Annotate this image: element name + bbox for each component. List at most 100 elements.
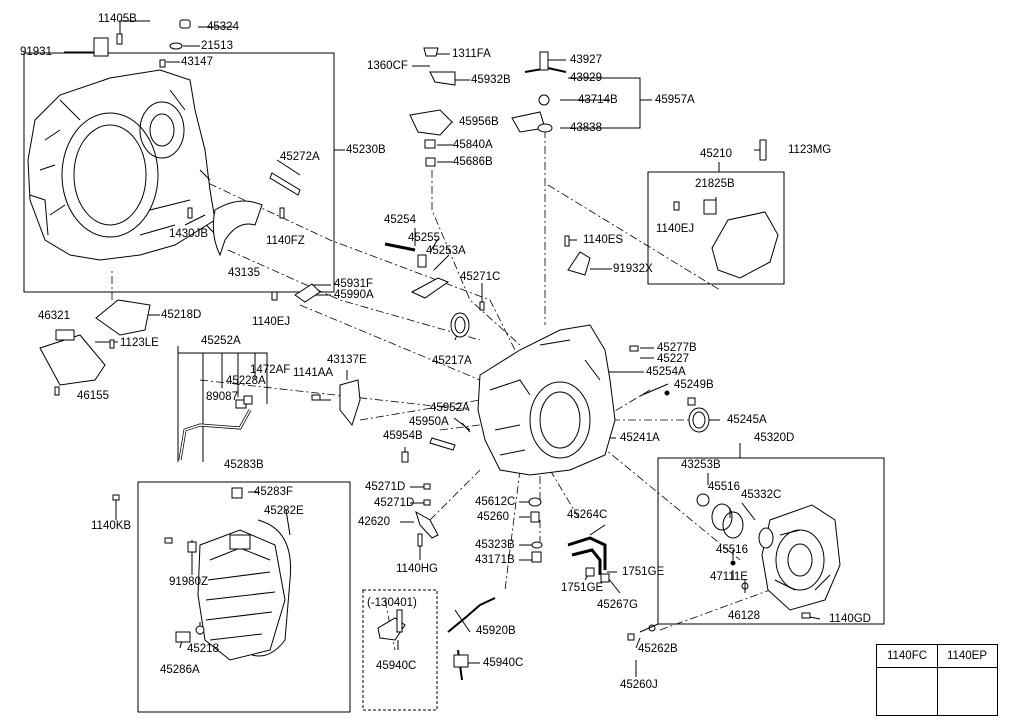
- label-45956B: 45956B: [459, 116, 499, 128]
- label-45950A: 45950A: [409, 416, 449, 428]
- label-45990A: 45990A: [334, 289, 374, 301]
- part-45272A: [269, 172, 301, 196]
- diagram-stroke: [179, 169, 521, 361]
- diagram-stroke: [179, 19, 191, 29]
- diagram-stroke: [73, 124, 147, 226]
- diagram-stroke: [722, 511, 744, 539]
- diagram-stroke: [433, 254, 450, 271]
- harness-45920B: [447, 597, 496, 633]
- diagram-stroke: [564, 235, 570, 247]
- diagram-stroke: [538, 94, 550, 106]
- label-45217A: 45217A: [432, 355, 472, 367]
- label-45230B: 45230B: [346, 144, 386, 156]
- label-43147: 43147: [181, 56, 213, 68]
- sensor-45956B: [409, 109, 453, 136]
- label-1140KB: 1140KB: [91, 520, 132, 532]
- label-1140ES: 1140ES: [583, 234, 624, 246]
- diagram-stroke: [758, 527, 774, 549]
- label-45957A: 45957A: [655, 94, 695, 106]
- label-45283B: 45283B: [224, 459, 264, 471]
- lever-42620: [415, 510, 439, 539]
- label-45932B: 45932B: [471, 74, 511, 86]
- diagram-stroke: [600, 573, 610, 583]
- diagram-stroke: [54, 386, 60, 396]
- label-45940C-a: 45940C: [376, 660, 417, 672]
- label-45255: 45255: [408, 232, 440, 244]
- label-45271D-b: 45271D: [374, 497, 415, 509]
- diagram-stroke: [673, 201, 680, 211]
- label-45218: 45218: [187, 643, 219, 655]
- diagram-stroke: [439, 424, 481, 431]
- shield-43135: [212, 200, 263, 257]
- diagram-stroke: [692, 411, 706, 429]
- diagram-stroke: [116, 33, 123, 45]
- diagram-stroke: [195, 625, 205, 635]
- diagram-stroke: [29, 169, 211, 236]
- label-43929: 43929: [570, 72, 602, 84]
- label-45920B: 45920B: [476, 625, 516, 637]
- box-45283B: [137, 481, 351, 713]
- diagram-stroke: [149, 113, 175, 147]
- diagram-stroke: [429, 437, 456, 451]
- label-1140EJ-a: 1140EJ: [656, 223, 695, 235]
- diagram-stroke: [425, 157, 436, 167]
- diagram-stroke: [429, 71, 456, 86]
- label-45228A: 45228A: [226, 375, 266, 387]
- diagram-stroke: [741, 502, 756, 521]
- diagram-stroke: [703, 199, 717, 215]
- label-45249B: 45249B: [674, 379, 714, 391]
- label-45283F: 45283F: [254, 486, 294, 498]
- diagram-stroke: [453, 654, 469, 668]
- diagram-stroke: [299, 304, 481, 381]
- diagram-stroke: [539, 51, 549, 71]
- diagram-stroke: [423, 47, 439, 57]
- label-43253B: 43253B: [681, 459, 721, 471]
- tube-45252A: [178, 409, 252, 461]
- diagram-stroke: [629, 345, 639, 352]
- label-1360CF: 1360CF: [367, 60, 408, 72]
- diagram-stroke: [109, 339, 115, 349]
- diagram-stroke: [417, 533, 423, 547]
- label-1123MG: 1123MG: [788, 144, 832, 156]
- diagram-stroke: [528, 497, 542, 507]
- diagram-stroke: [178, 352, 268, 404]
- label-1140FZ: 1140FZ: [266, 235, 305, 247]
- legend-col-1140EP: 1140EP: [937, 645, 997, 668]
- diagram-stroke: [801, 612, 811, 619]
- diagram-stroke: [687, 397, 696, 406]
- diagram-stroke: [529, 381, 591, 459]
- label-45264C: 45264C: [567, 509, 608, 521]
- diagram-stroke: [454, 316, 466, 334]
- diagram-stroke: [461, 422, 471, 433]
- diagram-stroke: [549, 469, 581, 521]
- box-45210: [647, 171, 785, 285]
- label-45516-b: 45516: [716, 544, 748, 556]
- label-45286A: 45286A: [160, 664, 200, 676]
- diagram-stroke: [599, 444, 741, 561]
- plate-45218D: [95, 299, 151, 336]
- diagram-stroke: [423, 499, 431, 506]
- label-1141AA: 1141AA: [293, 367, 334, 379]
- label-43714B: 43714B: [578, 94, 618, 106]
- diagram-stroke: [589, 524, 606, 536]
- case-45241A: [477, 324, 616, 476]
- diagram-stroke: [761, 504, 841, 611]
- diagram-stroke: [23, 19, 973, 713]
- seal-45245A: [688, 407, 710, 433]
- label-45332C: 45332C: [741, 489, 782, 501]
- fastener-legend: 1140FC 1140EP: [876, 644, 998, 716]
- diagram-stroke: [294, 283, 321, 303]
- label-1140GD: 1140GD: [829, 613, 871, 625]
- pipes-45264C: [567, 536, 607, 575]
- label-45612C: 45612C: [475, 496, 516, 508]
- bracket-91932X: [567, 251, 591, 276]
- label-130401: (-130401): [367, 597, 417, 609]
- label-45267G: 45267G: [597, 599, 638, 611]
- label-1123LE: 1123LE: [120, 337, 159, 349]
- label-46155: 46155: [77, 390, 109, 402]
- label-45324: 45324: [207, 21, 239, 33]
- label-46128: 46128: [728, 610, 760, 622]
- label-45262B: 45262B: [638, 643, 678, 655]
